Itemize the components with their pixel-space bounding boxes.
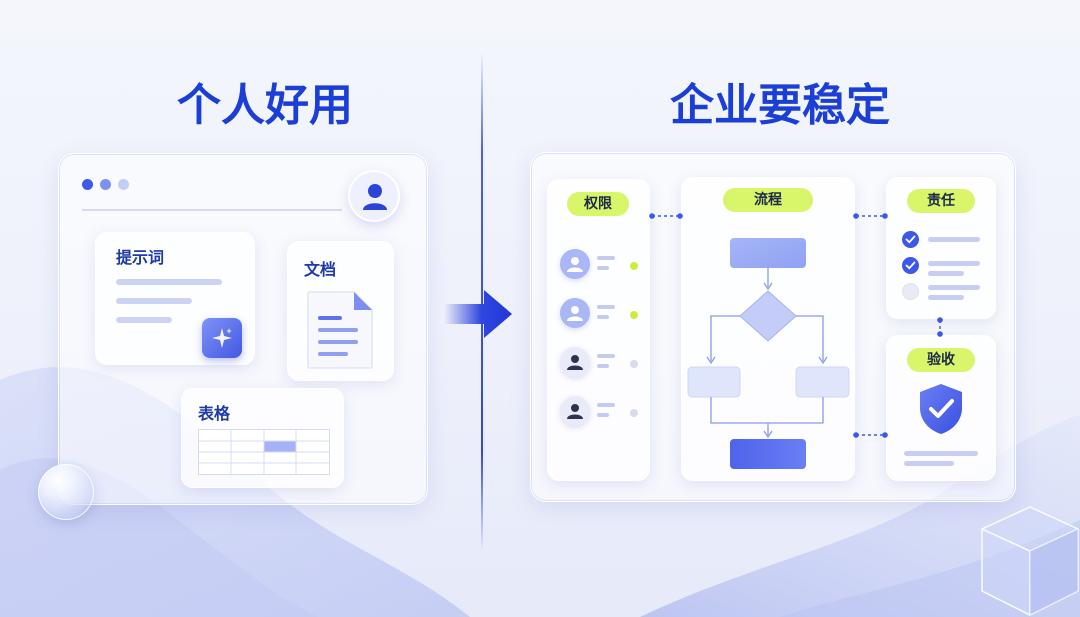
- user-row-2-line-a: [597, 305, 615, 309]
- document-card-title: 文档: [304, 260, 337, 279]
- user-row-3-line-b: [597, 364, 609, 368]
- user-row-3-avatar: [560, 347, 590, 377]
- left-title: 个人好用: [177, 80, 353, 131]
- user-icon: [567, 355, 583, 370]
- user-row-4-line-a: [597, 403, 615, 407]
- glass-cube: [981, 506, 1079, 616]
- prompt-line-3: [116, 317, 172, 323]
- permissions-panel: [547, 179, 650, 481]
- glass-orb: [38, 464, 94, 520]
- window-dot-3: [118, 179, 129, 190]
- check-icon: [905, 261, 916, 270]
- sparkle-icon: [212, 328, 232, 348]
- window-header-line: [82, 209, 342, 211]
- flowchart-icon: [687, 238, 850, 469]
- shield-check-icon: [920, 384, 962, 434]
- task-line-3: [928, 285, 980, 290]
- user-row-2-avatar: [560, 298, 590, 328]
- user-row-4-avatar: [560, 396, 590, 426]
- process-pill: 流程: [723, 188, 813, 212]
- task-line-3b: [928, 295, 964, 300]
- right-title: 企业要稳定: [670, 80, 890, 131]
- user-row-4-line-b: [597, 413, 609, 417]
- table-card-title: 表格: [198, 404, 231, 423]
- document-icon: [307, 291, 373, 369]
- acceptance-line-2: [904, 461, 954, 466]
- task-check-3: [902, 283, 919, 300]
- avatar-icon: [363, 184, 387, 210]
- user-row-1-avatar: [560, 249, 590, 279]
- user-row-1-line-b: [597, 266, 609, 270]
- acceptance-pill: 验收: [907, 348, 975, 372]
- task-line-2b: [928, 271, 964, 276]
- user-icon: [567, 257, 583, 272]
- user-row-1-status: [630, 262, 638, 270]
- user-row-3-status: [630, 360, 638, 368]
- task-check-2: [902, 257, 919, 274]
- user-icon: [567, 404, 583, 419]
- center-divider: [481, 52, 483, 552]
- acceptance-line-1: [904, 451, 978, 456]
- user-avatar[interactable]: [348, 170, 400, 222]
- user-row-2-line-b: [597, 315, 609, 319]
- responsibility-pill: 责任: [907, 189, 975, 213]
- window-dot-1: [82, 179, 93, 190]
- sparkle-button[interactable]: [202, 318, 242, 358]
- check-icon: [905, 235, 916, 244]
- task-line-2: [928, 261, 980, 266]
- permissions-pill: 权限: [567, 192, 629, 216]
- prompt-card-title: 提示词: [116, 248, 165, 267]
- table-icon: [198, 429, 330, 475]
- window-dot-2: [100, 179, 111, 190]
- user-icon: [567, 306, 583, 321]
- arrow-right-icon: [444, 290, 512, 338]
- prompt-line-1: [116, 279, 222, 285]
- prompt-line-2: [116, 298, 192, 304]
- user-row-4-status: [630, 409, 638, 417]
- task-check-1: [902, 231, 919, 248]
- task-line-1: [928, 237, 980, 242]
- user-row-1-line-a: [597, 256, 615, 260]
- user-row-2-status: [630, 311, 638, 319]
- user-row-3-line-a: [597, 354, 615, 358]
